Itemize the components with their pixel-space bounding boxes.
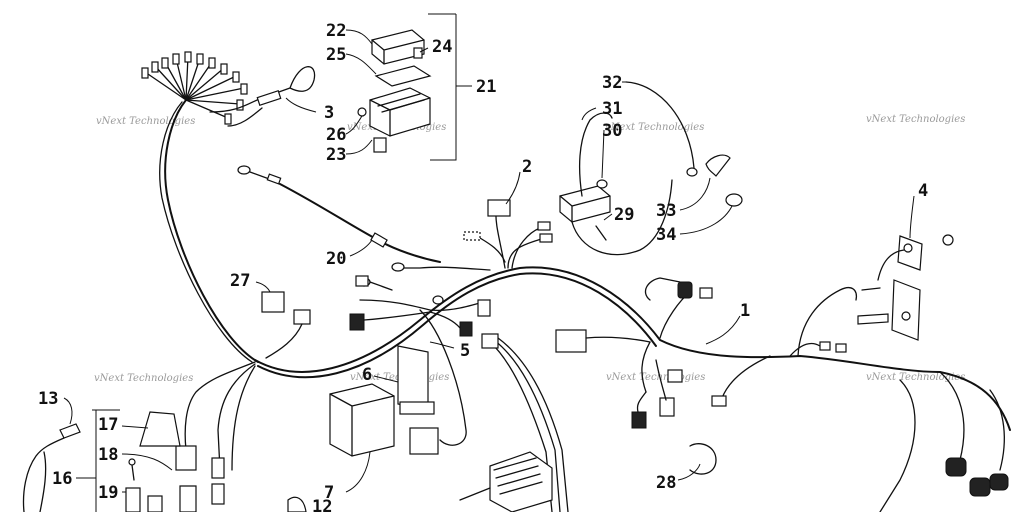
label-2: 2 — [522, 157, 532, 177]
watermark-3: vNext Technologies — [605, 122, 704, 133]
fuse-lead — [209, 66, 316, 127]
label-30: 30 — [602, 121, 622, 141]
label-23: 23 — [326, 145, 346, 165]
ground-cable — [237, 165, 491, 291]
hoses — [686, 154, 743, 207]
label-21: 21 — [476, 77, 496, 97]
watermarks: vNext Technologies vNext Technologies vN… — [94, 114, 965, 384]
watermark-4: vNext Technologies — [866, 114, 965, 125]
label-3: 3 — [324, 103, 334, 123]
lead-13 — [22, 423, 81, 512]
label-29: 29 — [614, 205, 634, 225]
label-18: 18 — [98, 445, 118, 465]
label-5: 5 — [460, 341, 470, 361]
watermark-8: vNext Technologies — [866, 372, 965, 383]
label-27: 27 — [230, 271, 250, 291]
main-harness — [22, 29, 1011, 512]
terminal-fan — [141, 51, 248, 125]
watermark-5: vNext Technologies — [94, 373, 193, 384]
label-28: 28 — [656, 473, 676, 493]
watermark-1: vNext Technologies — [96, 116, 195, 127]
label-19: 19 — [98, 483, 118, 503]
right-harness — [555, 277, 1011, 512]
module-29 — [559, 81, 695, 256]
label-20: 20 — [326, 249, 346, 269]
label-32: 32 — [602, 73, 622, 93]
relay-27 — [261, 291, 311, 359]
label-24: 24 — [432, 37, 452, 57]
left-lower-branch — [139, 361, 307, 512]
label-33: 33 — [656, 201, 676, 221]
watermark-7: vNext Technologies — [606, 372, 705, 383]
label-16: 16 — [52, 469, 72, 489]
label-17: 17 — [98, 415, 118, 435]
label-26: 26 — [326, 125, 346, 145]
label-1: 1 — [740, 301, 750, 321]
connector-group-2 — [463, 199, 553, 269]
central-connectors — [349, 275, 491, 337]
label-34: 34 — [656, 225, 676, 245]
leader-lines — [63, 13, 915, 512]
lower-connectors — [459, 333, 569, 512]
label-31: 31 — [602, 99, 622, 119]
fuse-box — [357, 29, 432, 153]
label-12: 12 — [312, 497, 332, 512]
label-6: 6 — [362, 365, 372, 385]
clamp-28 — [689, 443, 717, 475]
callout-labels: 1 2 3 4 5 6 7 12 13 16 17 18 19 20 21 22… — [38, 21, 928, 512]
label-7: 7 — [324, 483, 334, 503]
label-25: 25 — [326, 45, 346, 65]
parts-18-19 — [125, 458, 163, 512]
label-13: 13 — [38, 389, 58, 409]
label-22: 22 — [326, 21, 346, 41]
label-4: 4 — [918, 181, 928, 201]
bracket-4 — [857, 234, 954, 341]
module-6-7 — [329, 309, 467, 457]
